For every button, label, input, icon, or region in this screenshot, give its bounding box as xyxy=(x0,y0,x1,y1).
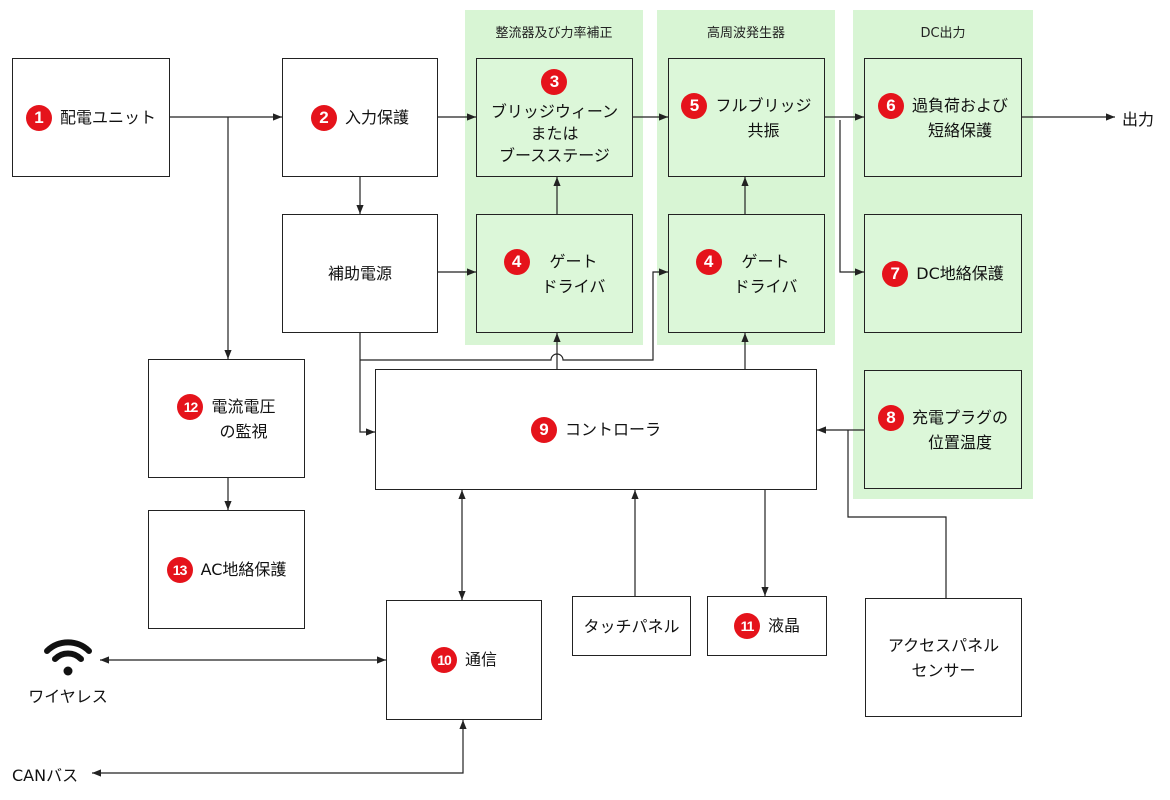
number-badge: 10 xyxy=(430,647,457,673)
output-label: 出力 xyxy=(1122,110,1155,129)
arrow-full-bridge-to-dc-ground xyxy=(839,120,864,276)
wireless-label: ワイヤレス xyxy=(28,687,108,706)
block-label: 補助電源 xyxy=(327,264,392,283)
block-full-bridge: 5 フルブリッジ 共振 xyxy=(668,58,825,177)
block-gate-driver-a: 4 ゲート ドライバ xyxy=(476,214,633,333)
number-badge: 6 xyxy=(877,92,904,119)
number-badge: 8 xyxy=(877,404,904,431)
arrow-aux-to-gate-b xyxy=(360,268,668,361)
block-label: ドライバ xyxy=(733,276,798,296)
number-badge: 13 xyxy=(166,556,193,583)
block-label: センサー xyxy=(911,660,976,680)
number-badge: 4 xyxy=(695,248,722,275)
block-label: ゲート xyxy=(741,251,790,271)
block-label: の監視 xyxy=(219,421,268,441)
block-label: ゲート xyxy=(549,251,598,271)
block-label: 共振 xyxy=(747,120,780,140)
block-label: ドライバ xyxy=(541,276,606,296)
block-label: ブースステージ xyxy=(499,145,610,165)
block-label: DC地絡保護 xyxy=(916,263,1004,283)
block-ac-ground-fault: 13 AC地絡保護 xyxy=(148,510,305,629)
block-access-panel-sensor: アクセスパネル センサー xyxy=(865,598,1022,717)
block-label: または xyxy=(530,123,579,143)
block-touch-panel: タッチパネル xyxy=(572,596,691,656)
block-dc-ground-fault: 7 DC地絡保護 xyxy=(864,214,1022,333)
block-label: 充電プラグの xyxy=(911,407,1008,427)
number-badge: 2 xyxy=(310,104,337,131)
block-communication: 10 通信 xyxy=(386,600,542,720)
block-label: 通信 xyxy=(464,650,497,669)
group-label: DC出力 xyxy=(920,26,966,41)
block-label: タッチパネル xyxy=(583,616,680,636)
arrow-communication-can-bus xyxy=(92,720,467,777)
block-label: 液晶 xyxy=(767,616,800,635)
number-badge: 4 xyxy=(503,248,530,275)
block-aux-power: 補助電源 xyxy=(282,214,438,333)
block-lcd: 11 液晶 xyxy=(707,596,827,656)
number-badge: 1 xyxy=(25,104,52,131)
number-badge: 11 xyxy=(733,613,760,639)
block-label: 電流電圧 xyxy=(211,396,276,416)
arrow-aux-to-controller xyxy=(359,333,375,436)
number-badge: 3 xyxy=(541,68,568,95)
block-input-protection: 2 入力保護 xyxy=(282,58,438,177)
block-label: 過負荷および xyxy=(911,95,1008,115)
block-distribution-unit: 1 配電ユニット xyxy=(12,58,170,177)
block-label: フルブリッジ xyxy=(715,95,812,115)
wifi-icon xyxy=(44,639,92,676)
block-label: ブリッジウィーン xyxy=(490,101,619,121)
block-label: アクセスパネル xyxy=(887,635,1000,655)
number-badge: 5 xyxy=(681,92,708,119)
number-badge: 9 xyxy=(530,416,557,443)
block-controller: 9 コントローラ xyxy=(375,369,817,490)
block-label: コントローラ xyxy=(564,419,661,439)
block-label: 入力保護 xyxy=(344,107,409,127)
number-badge: 12 xyxy=(177,393,204,420)
group-label: 整流器及び力率補正 xyxy=(495,26,613,41)
group-label: 高周波発生器 xyxy=(706,26,785,41)
line-access-sensor-to-controller xyxy=(847,430,947,598)
block-bridge-stage: 3 ブリッジウィーン または ブースステージ xyxy=(476,58,633,177)
block-label: AC地絡保護 xyxy=(200,559,287,579)
block-overload-protection: 6 過負荷および 短絡保護 xyxy=(864,58,1022,177)
block-label: 短絡保護 xyxy=(927,120,992,140)
block-vi-monitor: 12 電流電圧 の監視 xyxy=(148,359,305,478)
block-label: 配電ユニット xyxy=(59,107,156,127)
number-badge: 7 xyxy=(882,260,909,287)
block-label: 位置温度 xyxy=(927,432,992,452)
block-gate-driver-b: 4 ゲート ドライバ xyxy=(668,214,825,333)
can-bus-label: CANバス xyxy=(12,766,79,785)
block-plug-temperature: 8 充電プラグの 位置温度 xyxy=(864,370,1022,489)
